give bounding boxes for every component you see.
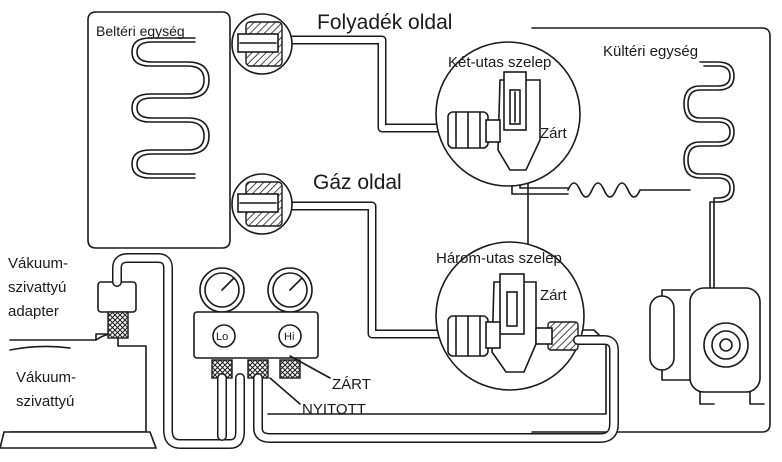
open-caps-label: NYITOTT bbox=[302, 401, 366, 418]
vacuum-pump-label-line2: szivattyú bbox=[16, 393, 74, 410]
vacuum-adapter-label-line2: szivattyú bbox=[8, 279, 66, 296]
two-way-valve bbox=[435, 41, 581, 187]
three-way-valve-closed-label: Zárt bbox=[540, 287, 568, 304]
compressor bbox=[649, 287, 765, 405]
charge-hoses bbox=[112, 253, 619, 449]
two-way-valve-closed-label: Zárt bbox=[540, 125, 568, 142]
leader-lines bbox=[269, 355, 331, 405]
gauge-hi-label: Hi bbox=[284, 331, 294, 343]
vacuum-pump-label-line1: Vákuum- bbox=[16, 369, 76, 386]
closed-caps-label: ZÁRT bbox=[332, 376, 371, 393]
refrigerant-pipes bbox=[267, 35, 691, 415]
gauge-lo-label: Lo bbox=[216, 331, 228, 343]
vacuum-pump bbox=[0, 281, 158, 449]
three-way-valve-label: Három-utas szelep bbox=[436, 250, 562, 267]
two-way-valve-label: Két-utas szelep bbox=[448, 54, 551, 71]
indoor-unit bbox=[87, 11, 231, 249]
liquid-side-flare-nut bbox=[231, 13, 293, 75]
outdoor-unit bbox=[527, 27, 771, 433]
gas-side-flare-nut bbox=[231, 173, 293, 235]
liquid-side-label: Folyadék oldal bbox=[317, 11, 452, 34]
vacuum-adapter-label-line3: adapter bbox=[8, 303, 59, 320]
three-way-valve bbox=[435, 241, 585, 391]
outdoor-unit-label: Kültéri egység bbox=[603, 43, 698, 60]
manifold-gauge-set bbox=[193, 267, 319, 379]
vacuum-adapter-label-line1: Vákuum- bbox=[8, 255, 68, 272]
indoor-unit-label: Beltéri egység bbox=[96, 23, 185, 39]
gas-side-label: Gáz oldal bbox=[313, 171, 402, 194]
